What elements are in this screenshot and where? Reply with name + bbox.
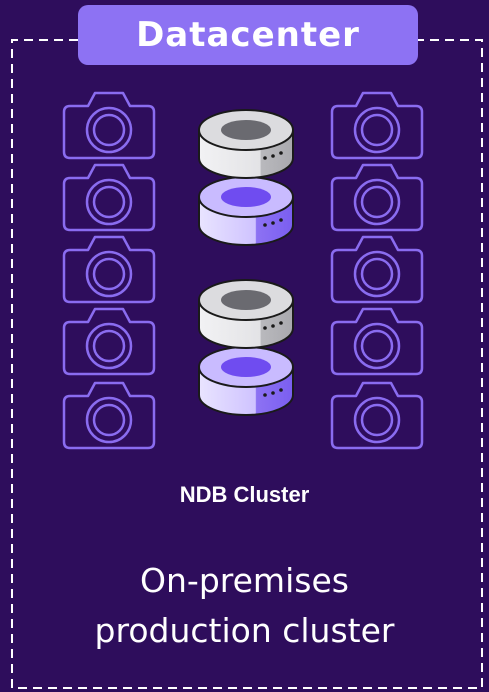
datacenter-title: Datacenter [136,15,360,55]
gray-disk-icon [198,279,294,349]
right-camera-column [330,91,424,450]
camera-icon [330,163,424,232]
database-node-stack-icon [198,109,294,246]
purple-disk-icon [198,346,294,416]
camera-icon [330,235,424,304]
left-camera-column [62,91,156,450]
camera-icon [330,307,424,376]
datacenter-title-badge: Datacenter [78,5,418,65]
camera-icon [62,91,156,160]
subtitle-line-1: On-premises [140,561,349,600]
datacenter-border [11,39,483,689]
purple-disk-icon [198,176,294,246]
gray-disk-icon [198,109,294,179]
cluster-label: NDB Cluster [179,482,310,507]
camera-icon [62,235,156,304]
cluster-description: On-premises production cluster [0,556,489,656]
camera-icon [330,91,424,160]
camera-icon [330,381,424,450]
camera-icon [62,307,156,376]
camera-icon [62,163,156,232]
camera-icon [62,381,156,450]
database-node-stack-icon [198,279,294,416]
subtitle-line-2: production cluster [94,611,395,650]
